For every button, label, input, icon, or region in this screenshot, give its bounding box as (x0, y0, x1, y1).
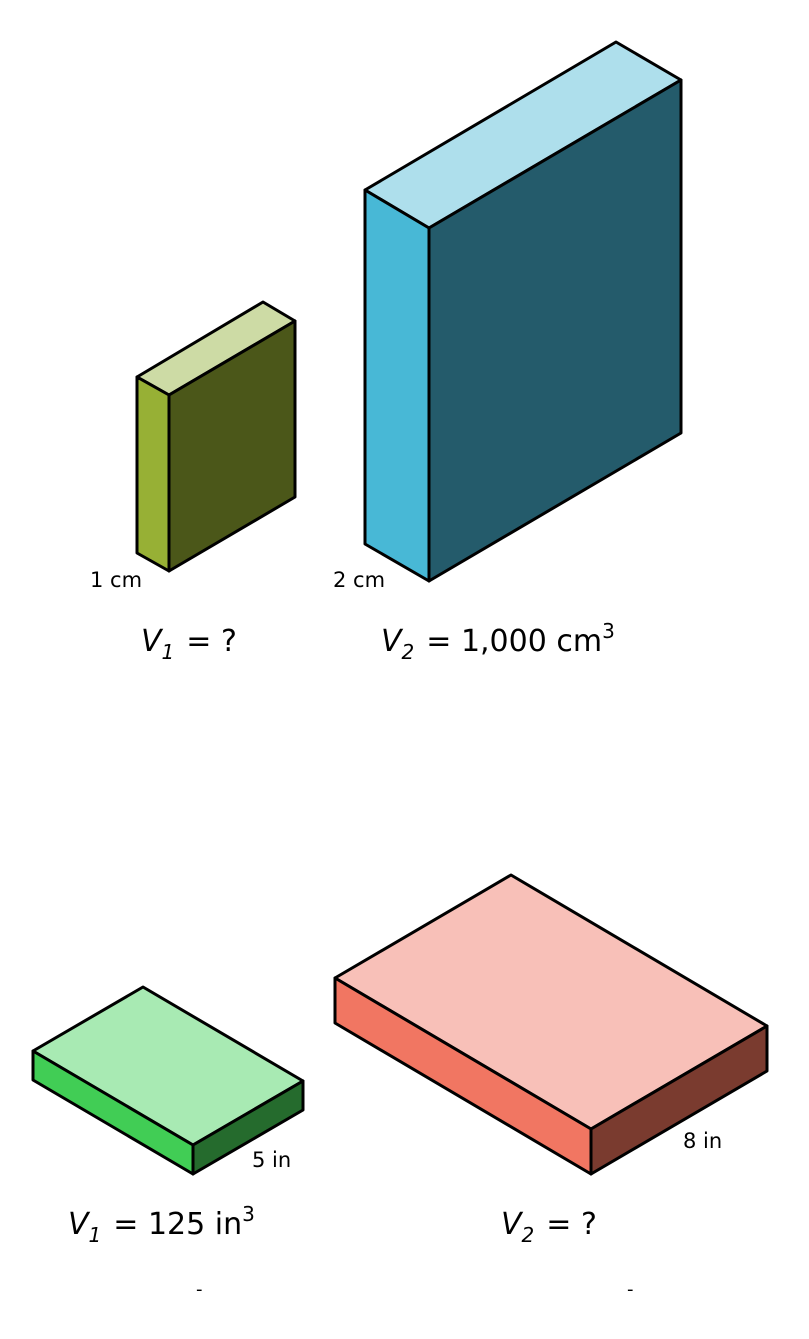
volume-unit-superscript: 3 (602, 619, 615, 643)
answer-mark-left: - (196, 1279, 203, 1300)
large-box-cm-side-face (363, 188, 431, 583)
volume-value: = ? (546, 1207, 597, 1242)
volume-symbol: V (141, 624, 164, 659)
top-large-volume-label: V2 = 1,000 cm3 (381, 619, 615, 664)
large-box-cm-front-face (427, 78, 683, 583)
large-box-in-dimension-label: 8 in (683, 1129, 722, 1153)
volume-symbol: V (501, 1207, 524, 1242)
volume-subscript: 2 (522, 1223, 535, 1247)
small-box-cm-side-face (135, 375, 171, 573)
large-box-in (333, 873, 769, 1176)
volume-unit-superscript: 3 (242, 1202, 255, 1226)
large-box-in-front-face (589, 1024, 769, 1176)
volume-value: = 125 in (113, 1207, 242, 1242)
bottom-large-volume-label: V2 = ? (501, 1207, 597, 1247)
volume-symbol: V (381, 624, 404, 659)
bottom-small-volume-label: V1 = 125 in3 (68, 1202, 255, 1247)
small-box-cm-dimension-label: 1 cm (90, 568, 142, 592)
volume-subscript: 1 (89, 1223, 102, 1247)
large-box-cm (363, 40, 683, 583)
small-box-in (31, 985, 305, 1176)
volume-symbol: V (68, 1207, 91, 1242)
small-box-cm-front-face (167, 319, 297, 573)
volume-value: = 1,000 cm (426, 624, 602, 659)
volume-subscript: 1 (162, 640, 175, 664)
small-box-in-dimension-label: 5 in (252, 1148, 291, 1172)
small-box-cm (135, 300, 297, 573)
small-box-in-front-face (191, 1079, 305, 1176)
volume-value: = ? (186, 624, 237, 659)
answer-mark-right: - (627, 1279, 634, 1300)
top-small-volume-label: V1 = ? (141, 624, 237, 664)
large-box-cm-dimension-label: 2 cm (333, 568, 385, 592)
volume-subscript: 2 (402, 640, 415, 664)
